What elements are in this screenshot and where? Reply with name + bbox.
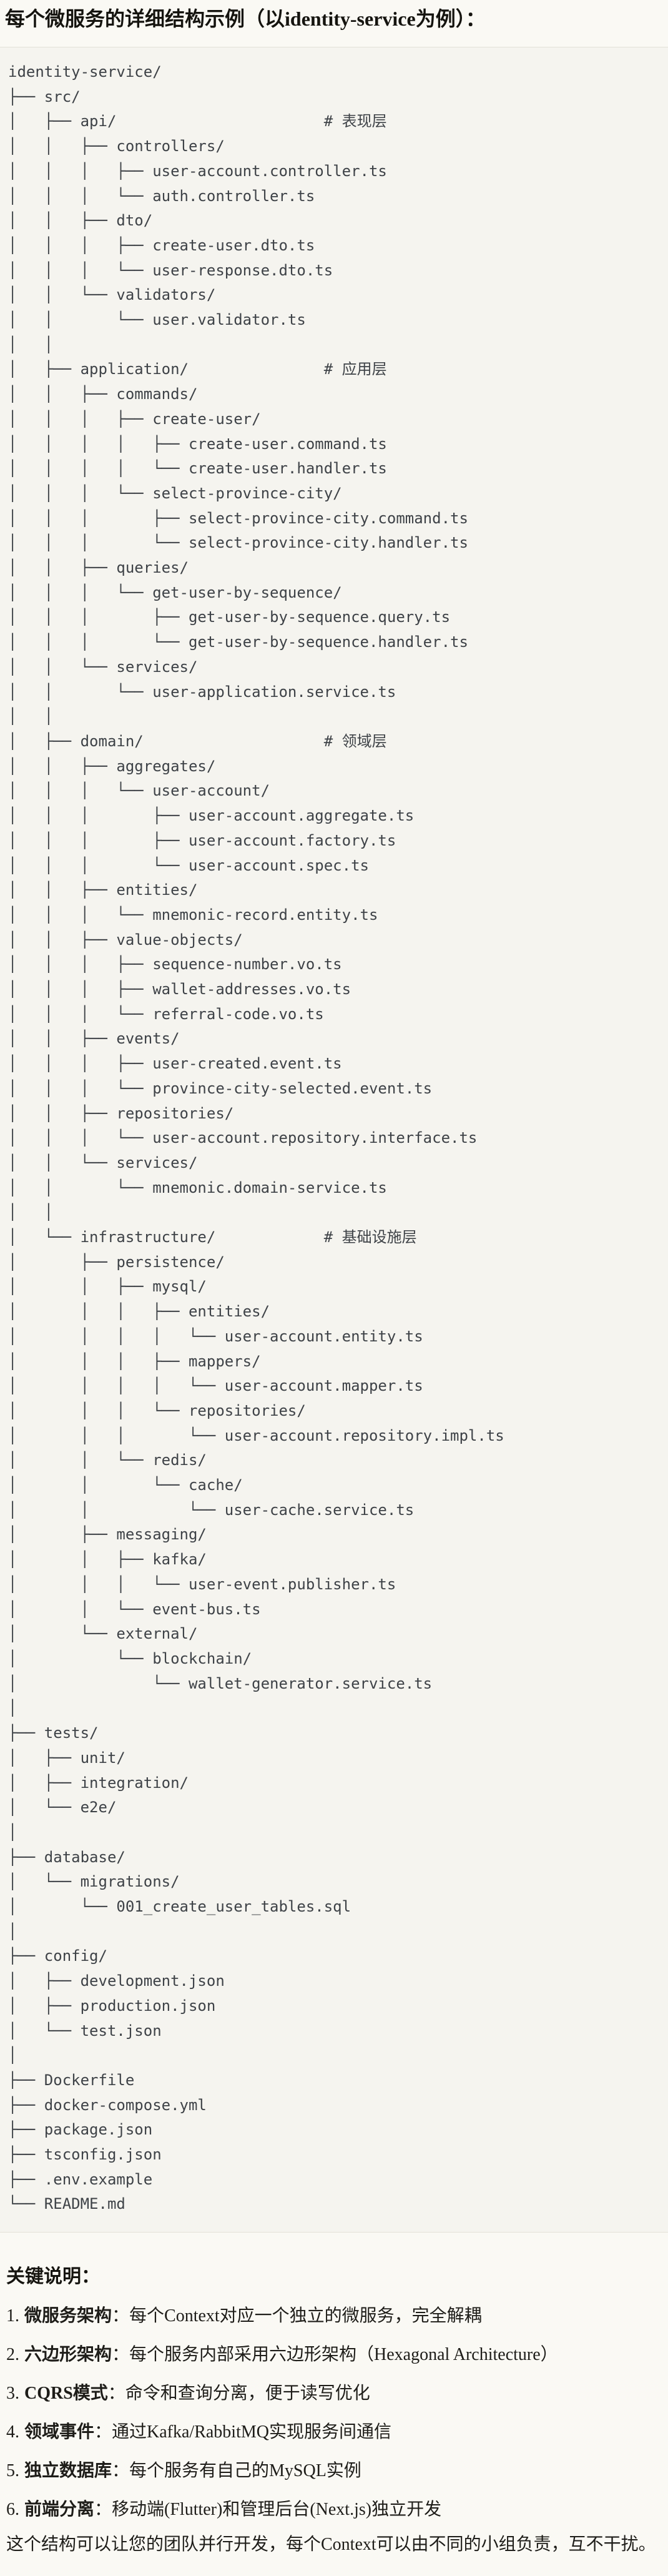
- note-text: ：移动端(Flutter)和管理后台(Next.js)独立开发: [94, 2500, 442, 2520]
- note-item: 3.CQRS模式：命令和查询分离，便于读写优化: [6, 2381, 662, 2406]
- note-item: 5.独立数据库：每个服务有自己的MySQL实例: [6, 2459, 662, 2484]
- note-item: 2.六边形架构：每个服务内部采用六边形架构（Hexagonal Architec…: [6, 2342, 662, 2367]
- note-number: 2.: [6, 2345, 19, 2365]
- note-number: 3.: [6, 2384, 19, 2404]
- note-item: 4.领域事件：通过Kafka/RabbitMQ实现服务间通信: [6, 2420, 662, 2445]
- note-number: 1.: [6, 2306, 19, 2326]
- note-text: ：每个Context对应一个独立的微服务，完全解耦: [112, 2306, 482, 2326]
- footer-note: 这个结构可以让您的团队并行开发，每个Context可以由不同的小组负责，互不干扰…: [6, 2535, 656, 2555]
- notes-heading: 关键说明：: [6, 2266, 100, 2287]
- note-item: 6.前端分离：移动端(Flutter)和管理后台(Next.js)独立开发: [6, 2497, 662, 2522]
- note-number: 4.: [6, 2422, 19, 2442]
- note-term: 前端分离: [24, 2500, 95, 2520]
- note-number: 6.: [6, 2500, 19, 2520]
- note-term: 六边形架构: [24, 2345, 112, 2365]
- note-term: 领域事件: [24, 2422, 95, 2442]
- note-number: 5.: [6, 2461, 19, 2481]
- note-text: ：命令和查询分离，便于读写优化: [107, 2384, 370, 2404]
- document-page: 每个微服务的详细结构示例（以identity-service为例）： ident…: [0, 5, 668, 2576]
- note-term: 微服务架构: [24, 2306, 112, 2326]
- notes-section: 关键说明： 1.微服务架构：每个Context对应一个独立的微服务，完全解耦 2…: [0, 2264, 668, 2557]
- note-text: ：通过Kafka/RabbitMQ实现服务间通信: [94, 2422, 391, 2442]
- note-text: ：每个服务有自己的MySQL实例: [112, 2461, 361, 2481]
- note-term: 独立数据库: [24, 2461, 112, 2481]
- note-text: ：每个服务内部采用六边形架构（Hexagonal Architecture）: [112, 2345, 558, 2365]
- note-term: CQRS模式: [24, 2384, 108, 2404]
- file-tree: identity-service/ ├── src/ │ ├── api/ # …: [8, 63, 504, 2213]
- note-item: 1.微服务架构：每个Context对应一个独立的微服务，完全解耦: [6, 2304, 662, 2329]
- file-tree-block: identity-service/ ├── src/ │ ├── api/ # …: [0, 47, 668, 2233]
- page-title: 每个微服务的详细结构示例（以identity-service为例）：: [5, 7, 486, 30]
